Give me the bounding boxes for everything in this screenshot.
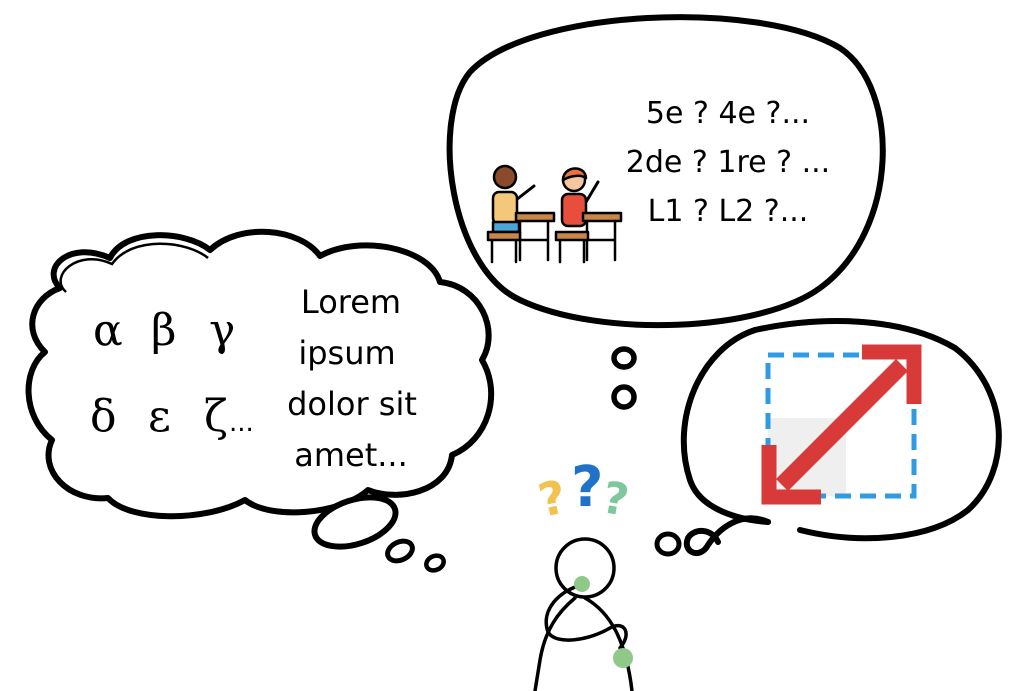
thinker-hand-dot bbox=[574, 576, 590, 592]
greek-letter: ζ bbox=[204, 391, 228, 442]
chair-right bbox=[554, 230, 590, 264]
greek-ellipsis: ... bbox=[229, 408, 254, 438]
lorem-text: Lorem ipsum dolor sit amet... bbox=[287, 283, 417, 474]
question-mark-yellow: ? bbox=[534, 469, 571, 527]
thinker-elbow-dot bbox=[613, 648, 633, 668]
resize-bubble-left-edge bbox=[680, 327, 771, 525]
resize-diagonal-arrow-icon bbox=[761, 344, 922, 505]
resize-arrow-head-bottom bbox=[761, 445, 821, 505]
student-right-torso bbox=[560, 192, 588, 228]
lorem-line: amet... bbox=[294, 436, 408, 474]
thinker-body-right bbox=[583, 596, 634, 691]
desk-left-top bbox=[514, 211, 556, 223]
thinker-arm bbox=[544, 583, 628, 650]
resize-thought-bubble bbox=[654, 318, 1002, 557]
lorem-line: Lorem bbox=[301, 283, 401, 321]
chair-left bbox=[486, 230, 522, 264]
cloud-tail-bubble-large bbox=[311, 494, 399, 550]
school-level-line: 5e ? 4e ?... bbox=[646, 96, 810, 131]
students-at-desks-icon bbox=[486, 164, 623, 264]
lorem-line: dolor sit bbox=[287, 385, 417, 423]
question-mark-green: ? bbox=[598, 472, 632, 527]
greek-letter: α bbox=[93, 305, 123, 356]
thinker-body bbox=[533, 596, 577, 691]
student-left-legs bbox=[491, 220, 521, 234]
stick-figure-thinker bbox=[533, 537, 634, 691]
greek-letter: ε bbox=[148, 391, 171, 442]
cloud-tail-bubble-medium bbox=[385, 538, 415, 564]
cloud-bubble-outline-sketch bbox=[59, 242, 209, 293]
student-right-arm bbox=[584, 180, 600, 204]
greek-letters: α β γ δ ε ζ ... bbox=[90, 305, 254, 442]
school-levels-bubble: 5e ? 4e ?... 2de ? 1re ? ... L1 ? L2 ?..… bbox=[446, 14, 886, 410]
oval-bubble-sketch-line bbox=[477, 16, 807, 65]
resize-bubble-outline bbox=[683, 318, 1002, 557]
question-mark-blue: ? bbox=[571, 455, 603, 520]
cloud-tail-bubble-small bbox=[424, 553, 446, 573]
school-level-line: L1 ? L2 ?... bbox=[648, 194, 809, 229]
school-level-line: 2de ? 1re ? ... bbox=[626, 145, 830, 180]
student-left-torso bbox=[491, 190, 519, 226]
student-right-hair bbox=[561, 167, 588, 182]
resize-dashed-frame bbox=[765, 352, 917, 499]
greek-letter: δ bbox=[90, 391, 117, 442]
greek-letter: γ bbox=[209, 305, 235, 356]
greek-letter: β bbox=[151, 305, 176, 356]
resize-tail-bubble bbox=[654, 531, 682, 557]
student-left-head bbox=[492, 164, 518, 190]
lorem-line: ipsum bbox=[298, 334, 395, 372]
cloud-bubble-outline bbox=[25, 228, 495, 520]
oval-tail-bubble-upper bbox=[611, 346, 637, 370]
student-left-arm bbox=[514, 184, 536, 202]
oval-tail-bubble-lower bbox=[611, 384, 637, 410]
cloud-thought-bubble bbox=[25, 228, 495, 573]
resize-arrow-shaft bbox=[775, 358, 909, 492]
desk-right-top bbox=[581, 211, 623, 223]
question-marks-icon: ? ? ? bbox=[534, 455, 633, 528]
resize-arrow-head-top bbox=[862, 344, 922, 404]
